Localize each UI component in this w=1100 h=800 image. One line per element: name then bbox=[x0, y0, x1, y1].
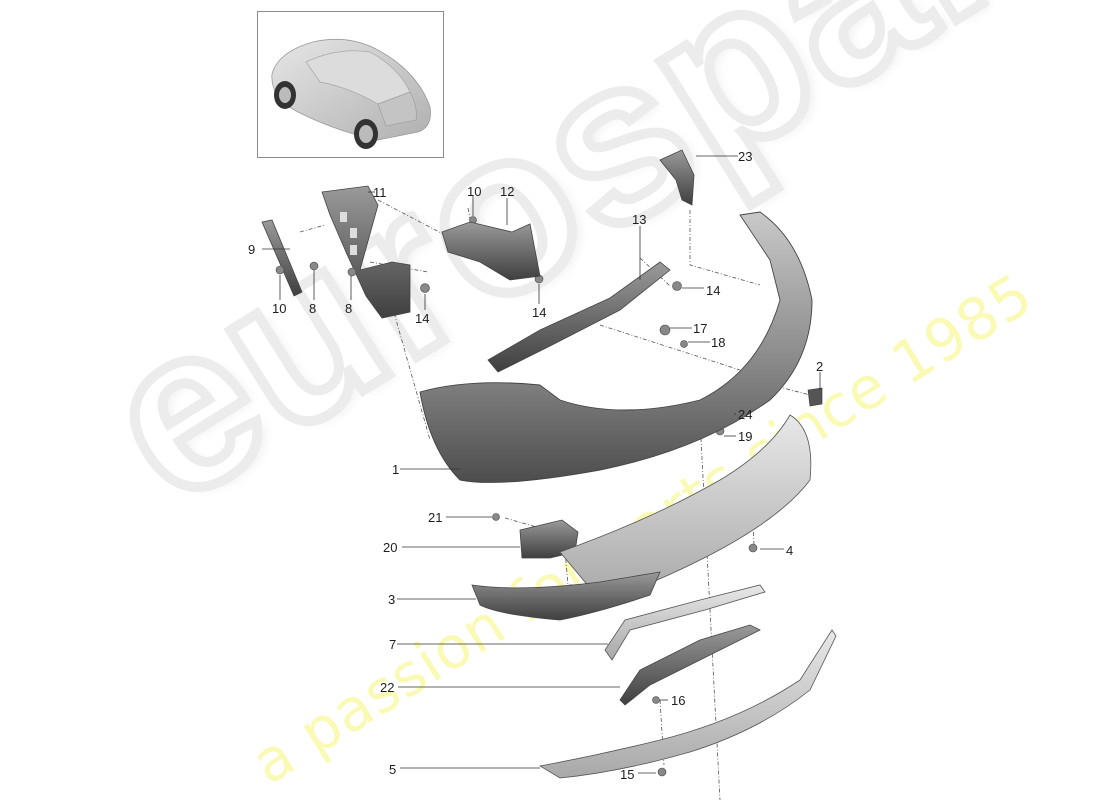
callout-23[interactable]: 23 bbox=[738, 149, 753, 164]
callout-8[interactable]: 8 bbox=[309, 301, 317, 316]
callout-10[interactable]: 10 bbox=[467, 184, 482, 199]
callout-22[interactable]: 22 bbox=[380, 680, 395, 695]
callout-4[interactable]: 4 bbox=[786, 543, 794, 558]
callout-7[interactable]: 7 bbox=[389, 637, 397, 652]
part-13-guide bbox=[487, 261, 671, 373]
callout-2[interactable]: 2 bbox=[816, 359, 824, 374]
callout-5[interactable]: 5 bbox=[389, 762, 397, 777]
part-22-panel bbox=[619, 624, 761, 706]
part-3-diffuser bbox=[471, 571, 661, 621]
callout-10[interactable]: 10 bbox=[272, 301, 287, 316]
callout-8[interactable]: 8 bbox=[345, 301, 353, 316]
part-12-bracket bbox=[441, 221, 541, 281]
part-23-cover bbox=[659, 149, 695, 206]
part-11-bracket bbox=[321, 185, 411, 319]
callout-9[interactable]: 9 bbox=[248, 242, 256, 257]
callout-1[interactable]: 1 bbox=[392, 462, 400, 477]
callout-16[interactable]: 16 bbox=[671, 693, 686, 708]
callout-11[interactable]: 11 bbox=[373, 185, 387, 200]
part-5-lower-skirt bbox=[538, 629, 837, 779]
callout-19[interactable]: 19 bbox=[738, 429, 753, 444]
part-7-trim bbox=[604, 584, 766, 661]
callout-24[interactable]: 24 bbox=[738, 407, 753, 422]
part-1-bumper-cover bbox=[419, 211, 813, 483]
part-2-cap bbox=[807, 387, 823, 407]
callout-3[interactable]: 3 bbox=[388, 592, 396, 607]
callout-13[interactable]: 13 bbox=[632, 212, 647, 227]
callout-20[interactable]: 20 bbox=[383, 540, 398, 555]
callout-12[interactable]: 12 bbox=[500, 184, 515, 199]
car-icon bbox=[271, 38, 431, 149]
callout-14[interactable]: 14 bbox=[532, 305, 547, 320]
callout-18[interactable]: 18 bbox=[711, 335, 726, 350]
callout-15[interactable]: 15 bbox=[620, 767, 635, 782]
callout-17[interactable]: 17 bbox=[693, 321, 708, 336]
part-9-strip bbox=[261, 219, 303, 297]
part-4-lower-carrier bbox=[559, 414, 812, 601]
callout-21[interactable]: 21 bbox=[428, 510, 443, 525]
vehicle-thumbnail bbox=[257, 11, 444, 158]
callout-14[interactable]: 14 bbox=[415, 311, 430, 326]
callout-14[interactable]: 14 bbox=[706, 283, 721, 298]
